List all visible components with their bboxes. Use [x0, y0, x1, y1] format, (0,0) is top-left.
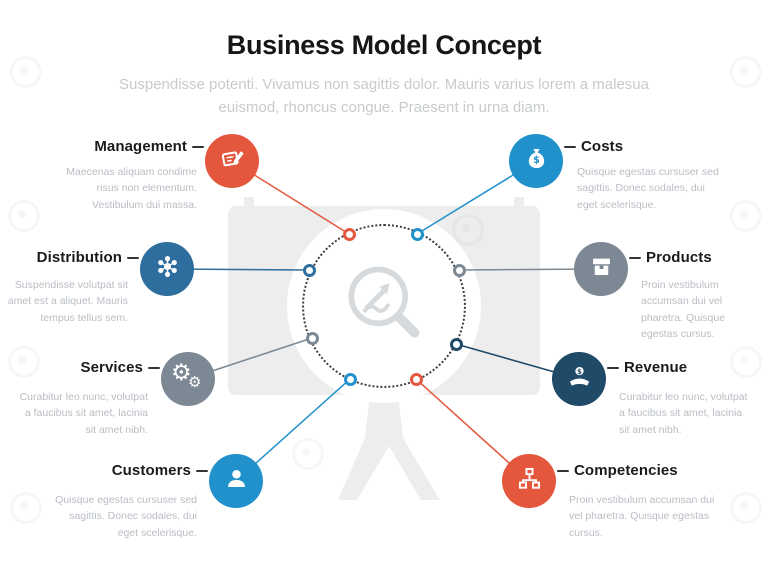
management-node — [205, 134, 259, 188]
dot-costs — [411, 228, 424, 241]
watermark-icon — [730, 346, 762, 378]
watermark-icon — [730, 200, 762, 232]
page-title: Business Model Concept — [226, 30, 542, 60]
magnifier-chart-icon — [336, 258, 432, 359]
products-node — [574, 242, 628, 296]
distribution-description: Suspendisse volutpat sit amet est a aliq… — [7, 279, 128, 324]
customers-tick — [196, 469, 208, 472]
money-bag-icon: $ — [523, 145, 550, 177]
management-description: Maecenas aliquam condime risus non eleme… — [66, 166, 197, 211]
customers-node — [209, 454, 263, 508]
products-tick — [629, 256, 641, 259]
center-dotted-circle — [302, 224, 466, 388]
services-label: Services — [80, 359, 143, 376]
hand-money-icon: $ — [566, 363, 593, 395]
revenue-label-row: Revenue — [607, 359, 768, 376]
customers-label-row: Customers — [0, 462, 208, 479]
revenue-description: Curabitur leo nunc, volutpat a faucibus … — [619, 391, 748, 436]
watermark-icon — [8, 200, 40, 232]
products-label-row: Products — [629, 249, 768, 266]
pen-ticket-icon — [219, 145, 246, 177]
management-label: Management — [94, 138, 187, 155]
competencies-tick — [557, 469, 569, 472]
management-label-row: Management — [0, 138, 204, 155]
competencies-node — [502, 454, 556, 508]
gears-icon: ⚙⚙ — [171, 360, 202, 391]
dot-management — [343, 228, 356, 241]
dot-distribution — [303, 264, 316, 277]
services-label-row: Services — [0, 359, 160, 376]
services-node: ⚙⚙ — [161, 352, 215, 406]
dot-competencies — [410, 373, 423, 386]
org-chart-icon — [516, 465, 543, 497]
molecule-icon — [154, 253, 181, 285]
competencies-label: Competencies — [574, 462, 678, 479]
distribution-node — [140, 242, 194, 296]
products-label: Products — [646, 249, 712, 266]
costs-label-row: Costs — [564, 138, 764, 155]
costs-node: $ — [509, 134, 563, 188]
services-description: Curabitur leo nunc, volutpat a faucibus … — [19, 391, 148, 436]
competencies-label-row: Competencies — [557, 462, 768, 479]
watermark-icon — [292, 438, 324, 470]
management-tick — [192, 145, 204, 148]
watermark-icon — [10, 492, 42, 524]
dot-customers — [344, 373, 357, 386]
distribution-label: Distribution — [36, 249, 122, 266]
watermark-icon — [730, 492, 762, 524]
costs-tick — [564, 145, 576, 148]
watermark-icon — [730, 56, 762, 88]
box-icon — [588, 253, 615, 285]
watermark-icon — [8, 346, 40, 378]
revenue-tick — [607, 366, 619, 369]
costs-label: Costs — [581, 138, 624, 155]
customers-label: Customers — [111, 462, 191, 479]
services-tick — [148, 366, 160, 369]
svg-text:$: $ — [577, 368, 582, 376]
dot-revenue — [450, 338, 463, 351]
costs-description: Quisque egestas cursuser sed sagittis. D… — [577, 166, 719, 211]
watermark-icon — [10, 56, 42, 88]
distribution-label-row: Distribution — [0, 249, 139, 266]
competencies-description: Proin vestibulum accumsan dui vel pharet… — [569, 494, 715, 539]
customers-description: Quisque egestas cursuser sed sagittis. D… — [55, 494, 197, 539]
person-icon — [223, 465, 250, 497]
distribution-tick — [127, 256, 139, 259]
svg-text:$: $ — [533, 155, 540, 166]
watermark-icon — [452, 214, 484, 246]
dot-products — [453, 264, 466, 277]
revenue-node: $ — [552, 352, 606, 406]
dot-services — [306, 332, 319, 345]
revenue-label: Revenue — [624, 359, 688, 376]
page-subtitle: Suspendisse potenti. Vivamus non sagitti… — [119, 76, 649, 116]
products-description: Proin vestibulum accumsan dui vel pharet… — [641, 279, 726, 340]
